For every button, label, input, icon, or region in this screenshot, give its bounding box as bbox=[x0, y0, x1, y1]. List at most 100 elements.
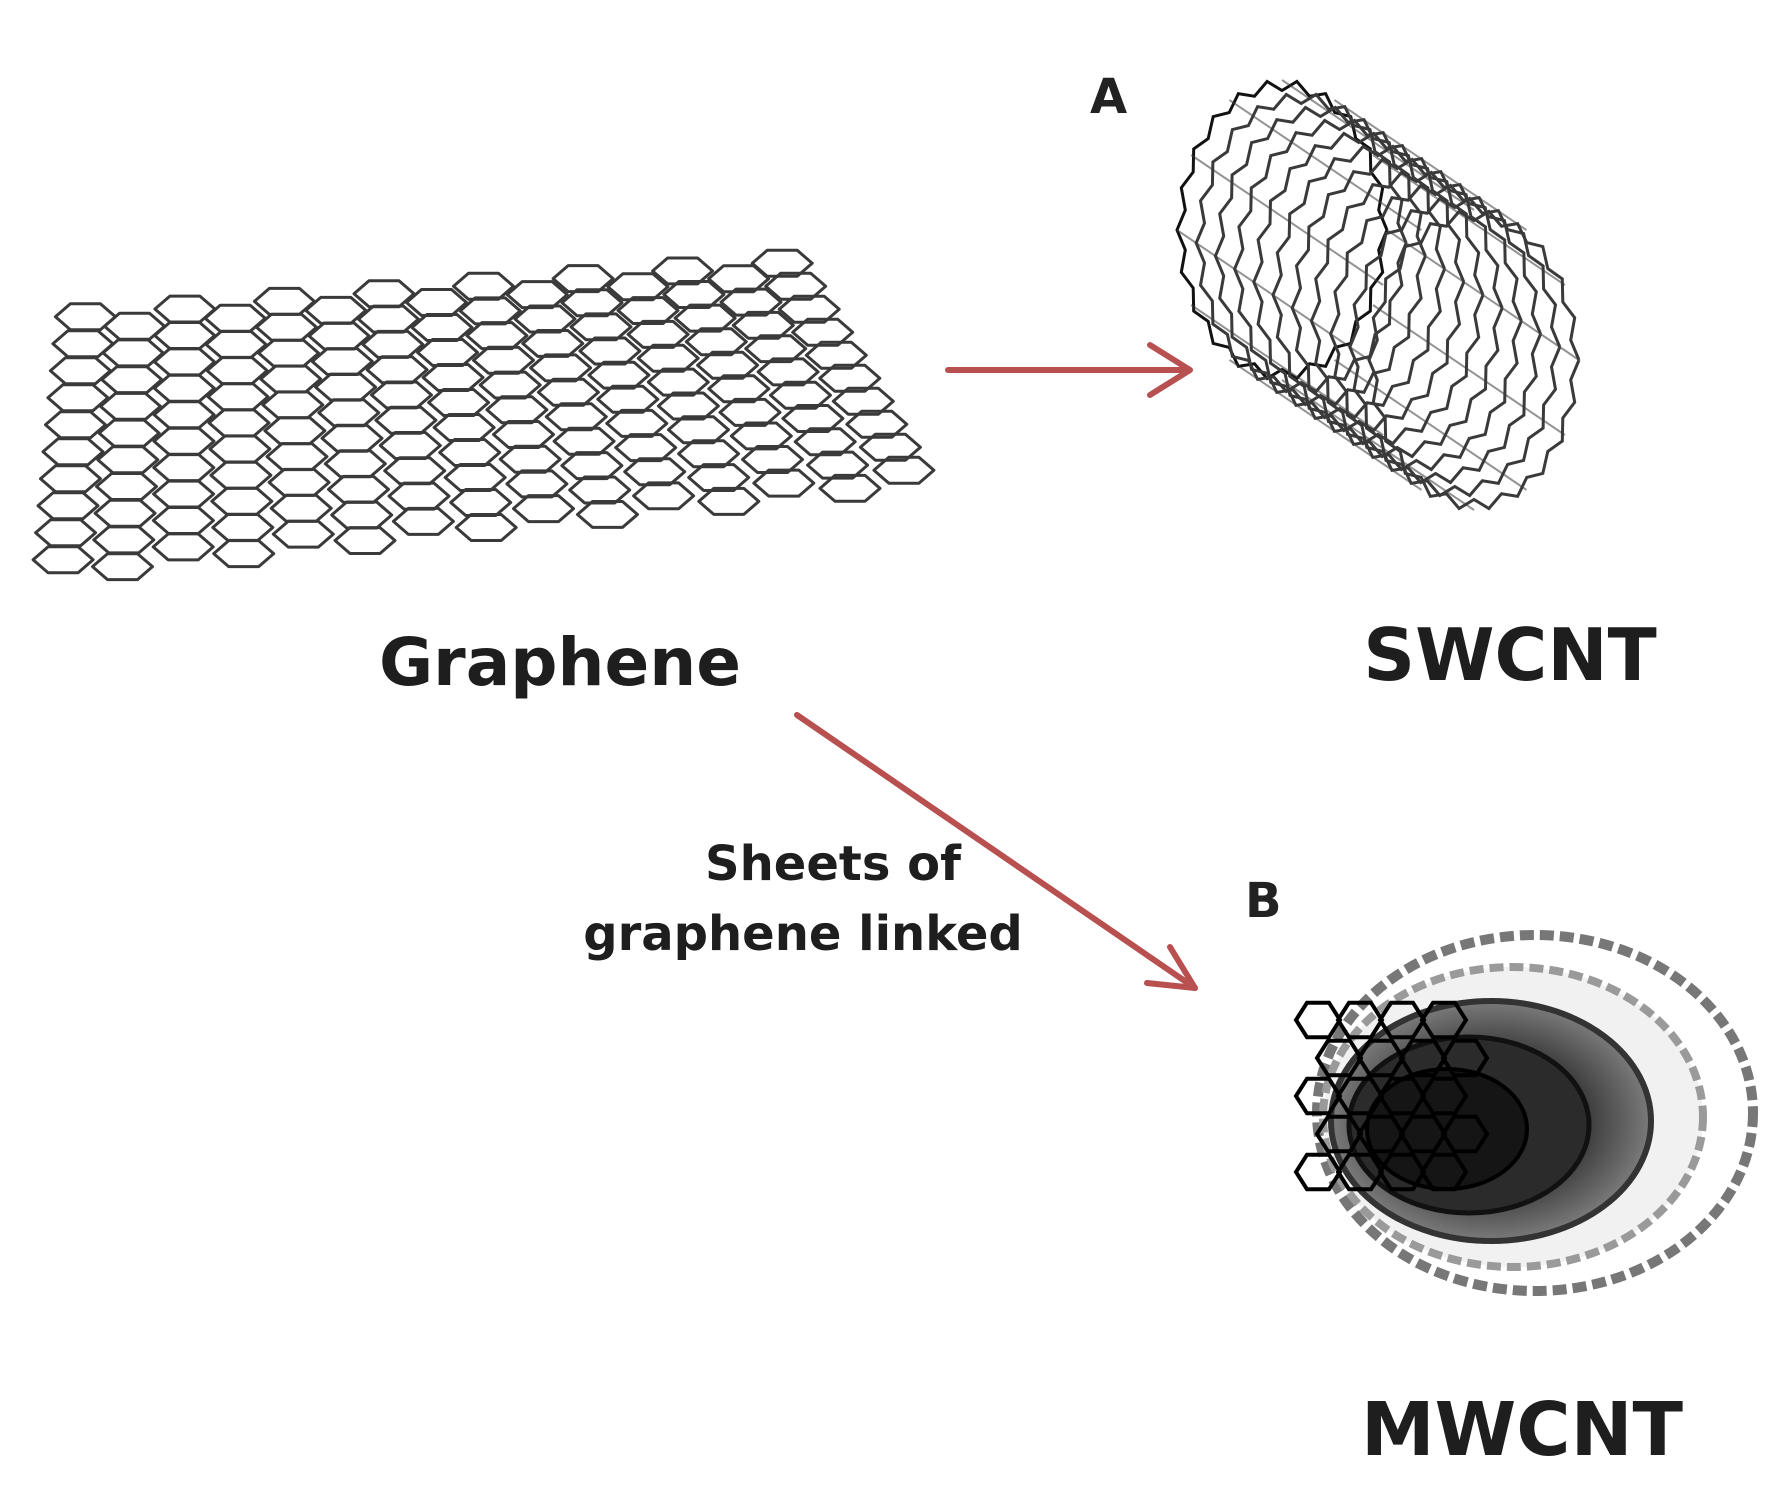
graphene-hexagon bbox=[818, 363, 882, 393]
graphene-hexagon bbox=[416, 338, 480, 367]
graphene-hexagon bbox=[804, 340, 868, 370]
graphene-hexagon bbox=[208, 434, 272, 464]
swcnt-bond-line bbox=[1281, 79, 1475, 211]
swcnt-bond-line bbox=[1176, 229, 1370, 361]
graphene-hexagon bbox=[750, 248, 814, 278]
graphene-hexagon bbox=[151, 506, 215, 535]
graphene-hexagon bbox=[323, 449, 387, 479]
graphene-hexagon bbox=[454, 513, 518, 542]
graphene-hexagon bbox=[206, 382, 270, 412]
graphene-hexagon bbox=[560, 288, 624, 318]
graphene-hexagon bbox=[259, 364, 323, 394]
graphene-hexagon bbox=[92, 525, 156, 555]
swcnt-bond-line bbox=[1333, 99, 1528, 231]
graphene-hexagon bbox=[626, 319, 690, 349]
graphene-hexagon bbox=[569, 312, 633, 342]
mwcnt-hexagon bbox=[1356, 1038, 1406, 1078]
graphene-hexagon bbox=[777, 294, 841, 324]
graphene-hexagon bbox=[387, 481, 451, 511]
graphene-hexagon bbox=[498, 444, 562, 474]
graphene-hexagon bbox=[31, 545, 95, 575]
graphene-hexagon bbox=[438, 438, 502, 467]
graphene-hexagon bbox=[421, 363, 485, 392]
graphene-hexagon bbox=[374, 405, 438, 435]
graphene-hexagon bbox=[91, 552, 154, 582]
graphene-hexagon bbox=[845, 409, 909, 439]
graphene-hexagon bbox=[731, 310, 795, 340]
graphene-hexagon bbox=[449, 488, 513, 517]
graphene-hexagon bbox=[352, 279, 416, 309]
swcnt-tube bbox=[1175, 79, 1581, 511]
graphene-hexagon bbox=[51, 329, 115, 359]
mwcnt-hexagon bbox=[1398, 1038, 1448, 1078]
swcnt-bond-line bbox=[1386, 229, 1580, 361]
mwcnt-hexagon bbox=[1293, 1152, 1343, 1192]
arrow-caption-line-2: graphene linked bbox=[583, 906, 1023, 962]
graphene-hexagon bbox=[209, 460, 273, 490]
graphene-hexagon bbox=[427, 388, 491, 417]
mwcnt-hexagon bbox=[1377, 1000, 1427, 1040]
graphene-hexagon bbox=[36, 491, 100, 521]
graphene-hexagon bbox=[623, 457, 687, 487]
mwcnt-hexagon bbox=[1293, 1076, 1343, 1116]
graphene-hexagon bbox=[205, 356, 269, 386]
graphene-sheet bbox=[31, 248, 936, 582]
graphene-hexagon bbox=[314, 372, 378, 402]
graphene-hexagon bbox=[791, 317, 855, 347]
graphene-hexagon bbox=[97, 418, 161, 448]
graphene-hexagon bbox=[310, 347, 374, 376]
swcnt-label: SWCNT bbox=[1363, 613, 1656, 697]
graphene-hexagon bbox=[261, 390, 325, 420]
graphene-hexagon bbox=[707, 374, 771, 404]
swcnt-bond-line bbox=[1333, 359, 1528, 491]
graphene-hexagon bbox=[212, 539, 276, 569]
graphene-hexagon bbox=[614, 433, 678, 463]
graphene-hexagon bbox=[818, 473, 882, 503]
mwcnt-hexagon bbox=[1377, 1076, 1427, 1116]
graphene-hexagon bbox=[211, 513, 275, 542]
graphene-hexagon bbox=[719, 287, 783, 317]
mwcnt-hexagon bbox=[1335, 1152, 1385, 1192]
graphene-hexagon bbox=[207, 408, 271, 438]
graphene-hexagon bbox=[756, 357, 820, 387]
graphene-hexagon bbox=[333, 526, 397, 555]
graphene-hexagon bbox=[656, 391, 720, 421]
swcnt-bond-line bbox=[1372, 154, 1566, 286]
swcnt-bond-line bbox=[1228, 359, 1423, 491]
graphene-label: Graphene bbox=[379, 624, 741, 701]
graphene-hexagon bbox=[304, 295, 368, 325]
graphene-hexagon bbox=[100, 365, 164, 395]
graphene-hexagon bbox=[769, 380, 832, 410]
graphene-hexagon bbox=[568, 475, 632, 505]
graphene-hexagon bbox=[684, 327, 748, 357]
arrow-to-swcnt bbox=[945, 342, 1193, 398]
graphene-hexagon bbox=[257, 338, 321, 368]
graphene-hexagon bbox=[485, 395, 549, 425]
graphene-hexagon bbox=[443, 463, 507, 492]
graphene-hexagon bbox=[152, 453, 216, 483]
mwcnt-hexagon bbox=[1293, 1000, 1343, 1040]
graphene-hexagon bbox=[452, 271, 515, 301]
graphene-hexagon bbox=[492, 420, 555, 449]
graphene-hexagon bbox=[410, 313, 474, 342]
graphene-hexagon bbox=[370, 380, 433, 410]
graphene-hexagon bbox=[327, 474, 390, 504]
graphene-hexagon bbox=[361, 329, 425, 359]
mwcnt-hexagon bbox=[1314, 1114, 1364, 1154]
graphene-hexagon bbox=[48, 356, 112, 386]
graphene-hexagon bbox=[210, 486, 274, 516]
graphene-hexagon bbox=[858, 432, 922, 462]
graphene-hexagon bbox=[551, 264, 615, 294]
graphene-hexagon bbox=[552, 426, 616, 456]
mwcnt-hexagon bbox=[1440, 1114, 1490, 1154]
graphene-hexagon bbox=[505, 280, 569, 310]
graphene-hexagon bbox=[204, 330, 268, 359]
graphene-hexagon bbox=[667, 415, 730, 445]
mwcnt-hexagon bbox=[1335, 1076, 1385, 1116]
graphene-hexagon bbox=[265, 442, 329, 472]
graphene-hexagon bbox=[687, 463, 751, 492]
graphene-hexagon bbox=[405, 288, 468, 317]
graphene-hexagon bbox=[391, 506, 455, 536]
graphene-hexagon bbox=[378, 431, 442, 460]
graphene-hexagon bbox=[529, 353, 593, 383]
